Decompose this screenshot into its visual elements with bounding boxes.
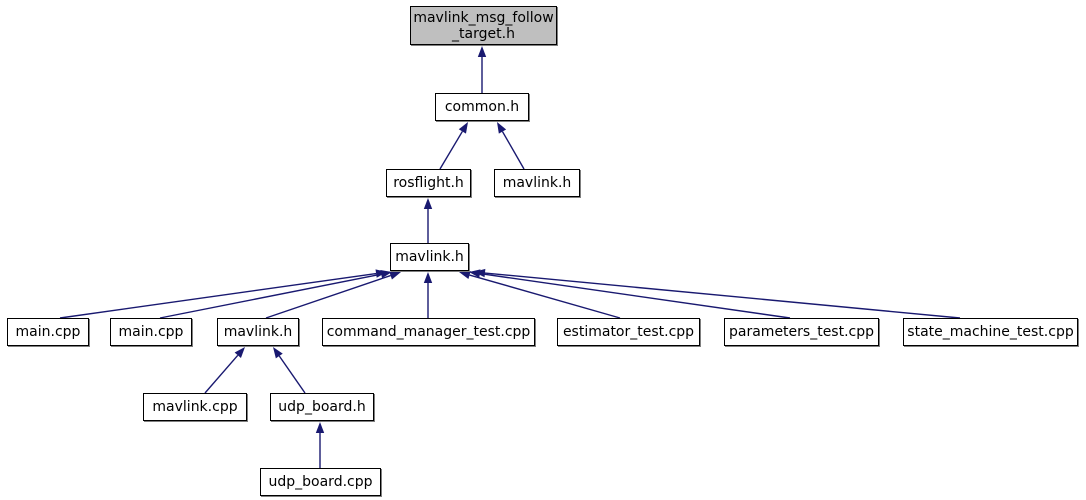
graph-node-mavlink-h[interactable]: mavlink.h [390,243,469,271]
graph-edge-arrowhead [469,269,481,278]
graph-node-label: main.cpp [118,324,184,340]
graph-edge-arrowhead [458,122,468,134]
graph-edge [469,274,621,319]
graph-edge-arrowhead [423,198,433,209]
graph-edge-arrowhead [380,270,392,279]
graph-edge [59,272,377,319]
graph-edge-arrowhead [474,268,486,278]
graph-node-mavlink-cpp[interactable]: mavlink.cpp [143,393,247,421]
graph-node-udp-board-cpp[interactable]: udp_board.cpp [260,468,381,496]
graph-edge [479,272,791,319]
graph-edge-arrowhead [497,122,507,134]
graph-edge-arrowhead [273,347,283,359]
graph-node-label: mavlink_msg_follow _target.h [413,9,554,42]
graph-edge [501,131,525,170]
graph-edge [278,355,306,394]
graph-node-label: estimator_test.cpp [562,324,695,340]
graph-node-parameters-test-cpp[interactable]: parameters_test.cpp [724,318,879,346]
graph-node-command-manager-test-cpp[interactable]: command_manager_test.cpp [322,318,535,346]
graph-edge [484,272,961,319]
graph-node-label: mavlink.h [223,324,293,340]
graph-node-mavlink-h[interactable]: mavlink.h [494,169,580,197]
graph-edge-arrowhead [423,272,433,283]
graph-node-rosflight-h[interactable]: rosflight.h [386,169,471,197]
graph-edge [265,274,391,319]
graph-node-state-machine-test-cpp[interactable]: state_machine_test.cpp [903,318,1078,346]
graph-node-mavlink-msg-follow-target-h[interactable]: mavlink_msg_follow _target.h [410,6,557,45]
graph-edge [439,131,463,170]
graph-node-udp-board-h[interactable]: udp_board.h [270,393,374,421]
graph-edge-arrowhead [315,422,325,433]
graph-node-label: common.h [444,99,520,115]
graph-node-mavlink-h[interactable]: mavlink.h [217,318,299,346]
graph-edge [159,273,382,319]
graph-edge-arrowhead [234,347,245,359]
graph-edge-arrowhead [375,269,387,278]
graph-node-label: state_machine_test.cpp [907,324,1074,340]
graph-node-common-h[interactable]: common.h [435,93,529,121]
graph-node-label: mavlink.h [395,249,464,265]
graph-edge-arrowhead [389,271,401,280]
graph-node-label: udp_board.cpp [268,474,373,490]
graph-node-main-cpp[interactable]: main.cpp [110,318,192,346]
graph-node-label: rosflight.h [393,175,464,191]
graph-node-estimator-test-cpp[interactable]: estimator_test.cpp [557,318,700,346]
graph-node-label: main.cpp [15,324,81,340]
graph-edge-arrowhead [459,270,471,280]
graph-node-label: mavlink.h [502,175,572,191]
graph-node-label: parameters_test.cpp [729,324,875,340]
graph-node-label: mavlink.cpp [152,399,238,415]
graph-edge [204,354,239,394]
graph-node-label: udp_board.h [278,399,366,415]
graph-edge-arrowhead [477,46,487,57]
graph-node-label: command_manager_test.cpp [326,324,531,340]
graph-node-main-cpp[interactable]: main.cpp [7,318,89,346]
